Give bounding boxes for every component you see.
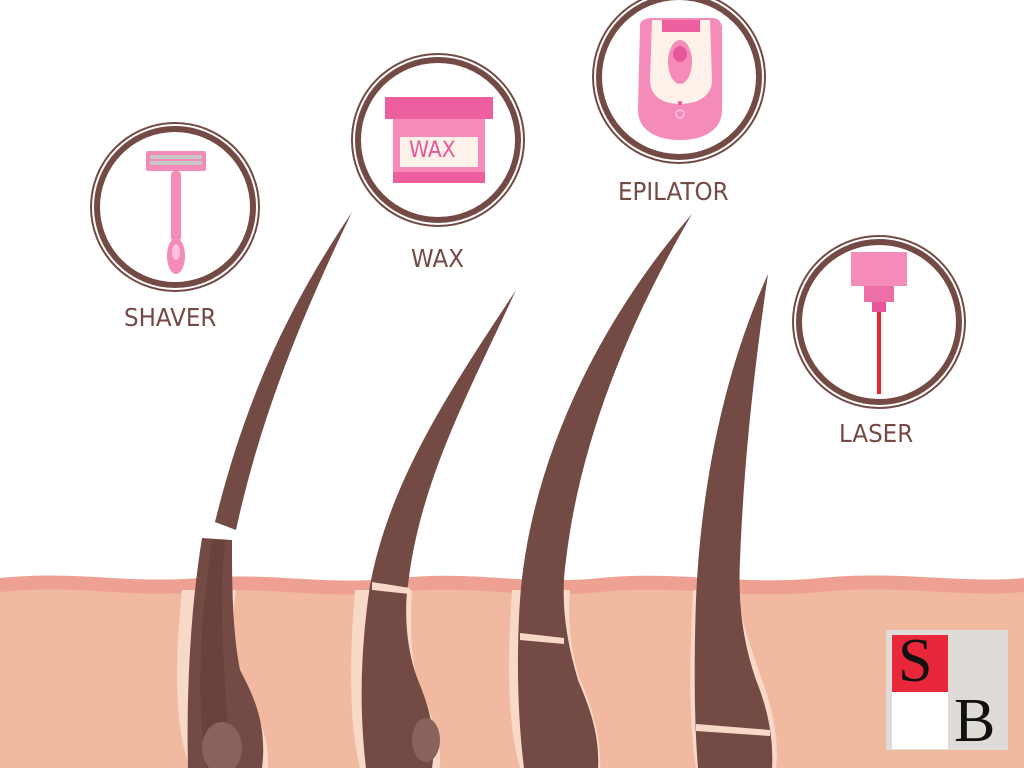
- epilator-label: EPILATOR: [618, 177, 729, 206]
- wax-jar-icon: [385, 97, 493, 183]
- laser-icon: [851, 252, 907, 394]
- logo-red-block: [892, 635, 948, 692]
- wax-jar-text: WAX: [409, 138, 456, 163]
- logo-letter-b: B: [954, 687, 996, 755]
- shaver-label: SHAVER: [124, 303, 217, 332]
- wax-label: WAX: [411, 244, 464, 273]
- hair-waxed: [361, 290, 516, 768]
- hair-epilated: [517, 214, 692, 768]
- hair-shaved: [187, 212, 352, 768]
- sb-logo: S B: [886, 627, 1008, 755]
- razor-icon: [146, 151, 206, 274]
- logo-white-block: [892, 692, 948, 749]
- hair-laser: [694, 274, 773, 768]
- epilator-icon: [638, 18, 722, 140]
- logo-letter-s: S: [898, 627, 933, 695]
- laser-label: LASER: [839, 419, 914, 448]
